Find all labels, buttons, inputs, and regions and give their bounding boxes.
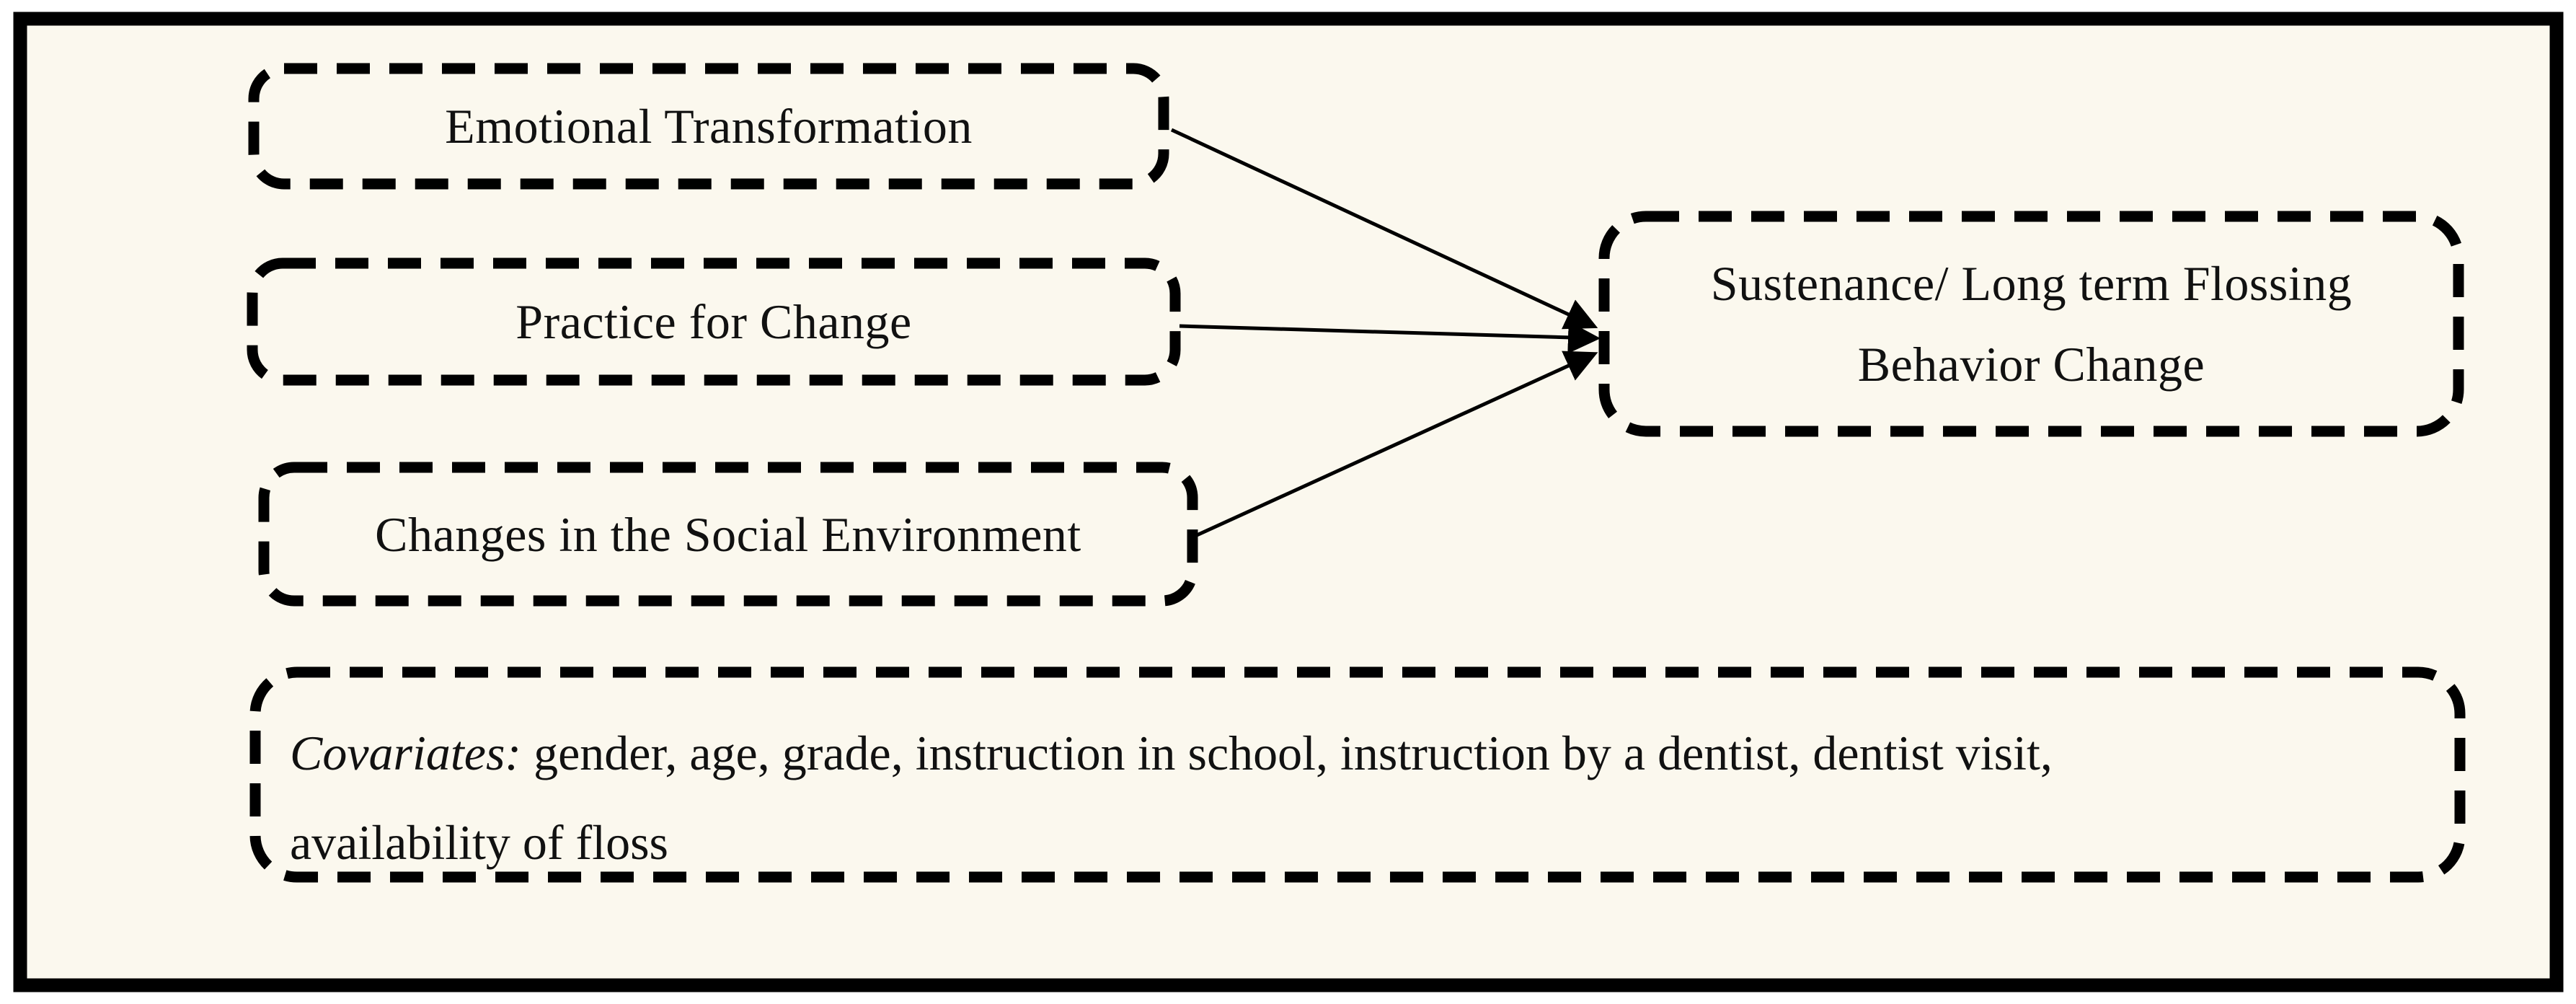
outcome-box-border xyxy=(1598,211,2464,437)
covariates-box-border xyxy=(249,666,2466,883)
covariates-line1: Covariates: gender, age, grade, instruct… xyxy=(290,708,2417,798)
practice-for-change-label: Practice for Change xyxy=(515,294,912,349)
practice-for-change-box-border xyxy=(247,257,1181,386)
social-environment-label: Changes in the Social Environment xyxy=(375,506,1081,562)
emotional-transformation-box-border xyxy=(248,63,1169,190)
arrow-social-to-outcome xyxy=(1195,351,1598,537)
social-environment-box-border xyxy=(258,462,1198,607)
covariates-prefix: Covariates: xyxy=(290,726,522,780)
outcome-label-line2: Behavior Change xyxy=(1857,337,2205,392)
emotional-transformation-label: Emotional Transformation xyxy=(445,99,973,154)
covariates-line1-rest: gender, age, grade, instruction in schoo… xyxy=(521,726,2053,780)
outcome-label-line1: Sustenance/ Long term Flossing xyxy=(1710,256,2353,311)
arrow-emotional-to-outcome xyxy=(1170,128,1598,330)
outcome-label: Sustenance/ Long term Flossing Behavior … xyxy=(1604,216,2458,431)
covariates-line2: availability of floss xyxy=(290,815,669,870)
arrow-practice-to-outcome xyxy=(1179,321,1601,354)
covariates-label: Covariates: gender, age, grade, instruct… xyxy=(255,672,2460,877)
